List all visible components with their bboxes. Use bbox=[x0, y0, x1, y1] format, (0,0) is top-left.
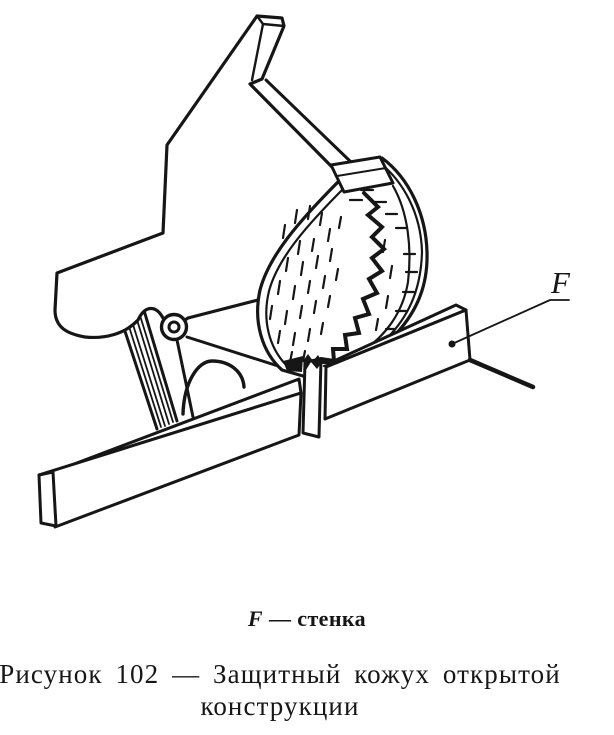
body-tip-inner-line bbox=[250, 22, 265, 82]
pivot-bolt bbox=[159, 312, 189, 342]
linkage bbox=[175, 335, 280, 419]
blade-tip-teeth bbox=[303, 354, 322, 370]
workpiece-end-cap bbox=[37, 470, 58, 528]
linkage-arch bbox=[181, 359, 246, 416]
support-arm bbox=[118, 305, 179, 431]
guard-left-fold-line bbox=[265, 184, 348, 367]
linkage-bar bbox=[185, 335, 280, 368]
technical-drawing: F bbox=[37, 14, 571, 529]
blade-guard bbox=[256, 156, 429, 380]
blade-tip bbox=[283, 354, 323, 439]
caption-line-2: конструкции bbox=[200, 691, 360, 722]
wall-board bbox=[323, 303, 536, 421]
clamp-bracket bbox=[329, 155, 395, 194]
legend-text: — стенка bbox=[269, 606, 367, 631]
blade-tip-slot bbox=[301, 357, 323, 439]
leader-line bbox=[448, 299, 570, 348]
mounting-strut-edge bbox=[264, 78, 354, 165]
figure-legend: F— стенка bbox=[0, 606, 614, 632]
caption-line-1: Рисунок 102 — Защитный кожух открытой bbox=[0, 659, 561, 689]
figure-caption: Рисунок 102 — Защитный кожух открытой ко… bbox=[0, 658, 587, 723]
label-f: F bbox=[550, 265, 571, 300]
wall-edge-line bbox=[467, 357, 536, 390]
workpiece-board bbox=[37, 377, 303, 529]
blade-tip-shadow bbox=[283, 356, 303, 372]
legend-symbol-f: F bbox=[247, 606, 263, 631]
linkage-strut bbox=[175, 338, 195, 419]
saw-blade-teeth bbox=[319, 191, 388, 364]
guard-surface-hatching bbox=[268, 204, 394, 364]
